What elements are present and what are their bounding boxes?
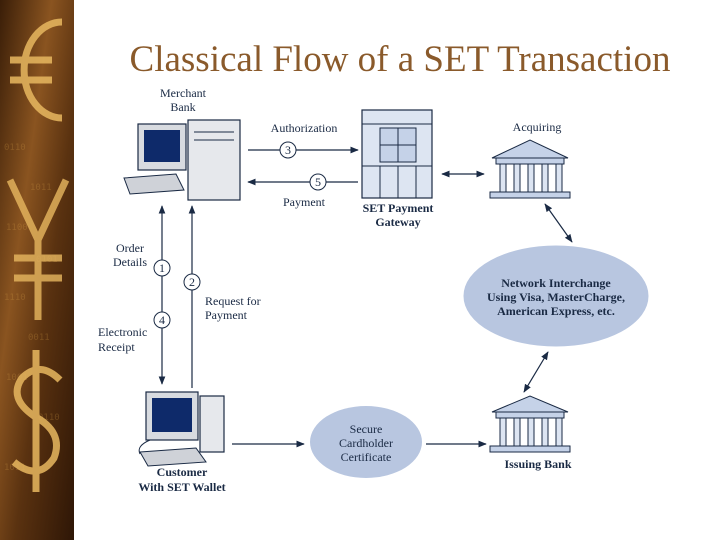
svg-text:Using Visa, MasterCharge,: Using Visa, MasterCharge, [487, 290, 625, 304]
svg-text:Payment: Payment [205, 308, 248, 322]
issuing-bank-icon [489, 395, 571, 453]
step-4-circle [153, 311, 171, 329]
svg-text:Cardholder: Cardholder [339, 436, 393, 450]
dollar-symbol-icon [11, 350, 63, 492]
svg-text:Gateway: Gateway [375, 215, 420, 229]
svg-text:0110: 0110 [38, 413, 60, 423]
electronic-receipt-label: Electronic Receipt [98, 325, 147, 354]
svg-text:1110: 1110 [4, 293, 26, 303]
svg-text:American Express, etc.: American Express, etc. [497, 304, 615, 318]
svg-text:SET Payment: SET Payment [363, 201, 434, 215]
authorization-label: Authorization [271, 121, 338, 135]
yen-symbol-icon [6, 178, 70, 320]
slide-title: Classical Flow of a SET Transaction [129, 39, 671, 80]
network-issuing-arrow [523, 351, 549, 393]
issuing-bank-label: Issuing Bank [504, 457, 571, 471]
acquiring-network-arrow [544, 203, 573, 243]
svg-text:1001: 1001 [6, 373, 28, 383]
customer-computer-icon [138, 391, 225, 467]
step-2-circle [183, 273, 201, 291]
acquiring-label: Acquiring [513, 120, 562, 134]
merchant-bank-label: Merchant Bank [160, 86, 207, 114]
svg-text:Secure: Secure [350, 422, 383, 436]
step-1-circle [153, 259, 171, 277]
svg-text:0011: 0011 [28, 333, 50, 343]
euro-symbol-icon [10, 18, 63, 122]
svg-text:1100: 1100 [6, 223, 28, 233]
step-3-circle [279, 141, 297, 159]
step-4-number: 4 [159, 313, 165, 327]
step-2-number: 2 [189, 275, 195, 289]
order-details-label: Order Details [113, 241, 147, 269]
svg-text:Network Interchange: Network Interchange [501, 276, 611, 290]
svg-text:Electronic: Electronic [98, 325, 147, 339]
step-5-circle [309, 173, 327, 191]
svg-text:0110: 0110 [4, 143, 26, 153]
svg-text:Certificate: Certificate [341, 450, 392, 464]
svg-text:Request for: Request for [205, 294, 261, 308]
svg-text:Customer: Customer [157, 465, 208, 479]
certificate-label: Secure Cardholder Certificate [339, 422, 393, 464]
gateway-label: SET Payment Gateway [363, 201, 434, 229]
svg-text:Receipt: Receipt [98, 340, 135, 354]
network-interchange-label: Network Interchange Using Visa, MasterCh… [487, 276, 625, 318]
request-payment-label: Request for Payment [205, 294, 261, 322]
customer-label: Customer With SET Wallet [138, 465, 225, 494]
svg-text:Order: Order [116, 241, 144, 255]
svg-text:With SET Wallet: With SET Wallet [138, 480, 225, 494]
certificate-ellipse [310, 406, 422, 478]
network-interchange-ellipse [463, 245, 649, 347]
svg-text:Merchant: Merchant [160, 86, 207, 100]
svg-text:1011: 1011 [30, 183, 52, 193]
acquiring-bank-icon [489, 139, 571, 199]
svg-text:Details: Details [113, 255, 147, 269]
svg-text:Bank: Bank [170, 100, 195, 114]
merchant-computer-icon [123, 119, 241, 201]
gateway-building-icon [361, 109, 433, 199]
step-3-number: 3 [285, 143, 291, 157]
svg-text:1011: 1011 [4, 463, 26, 473]
step-5-number: 5 [315, 175, 321, 189]
payment-label: Payment [283, 195, 326, 209]
step-1-number: 1 [159, 261, 165, 275]
